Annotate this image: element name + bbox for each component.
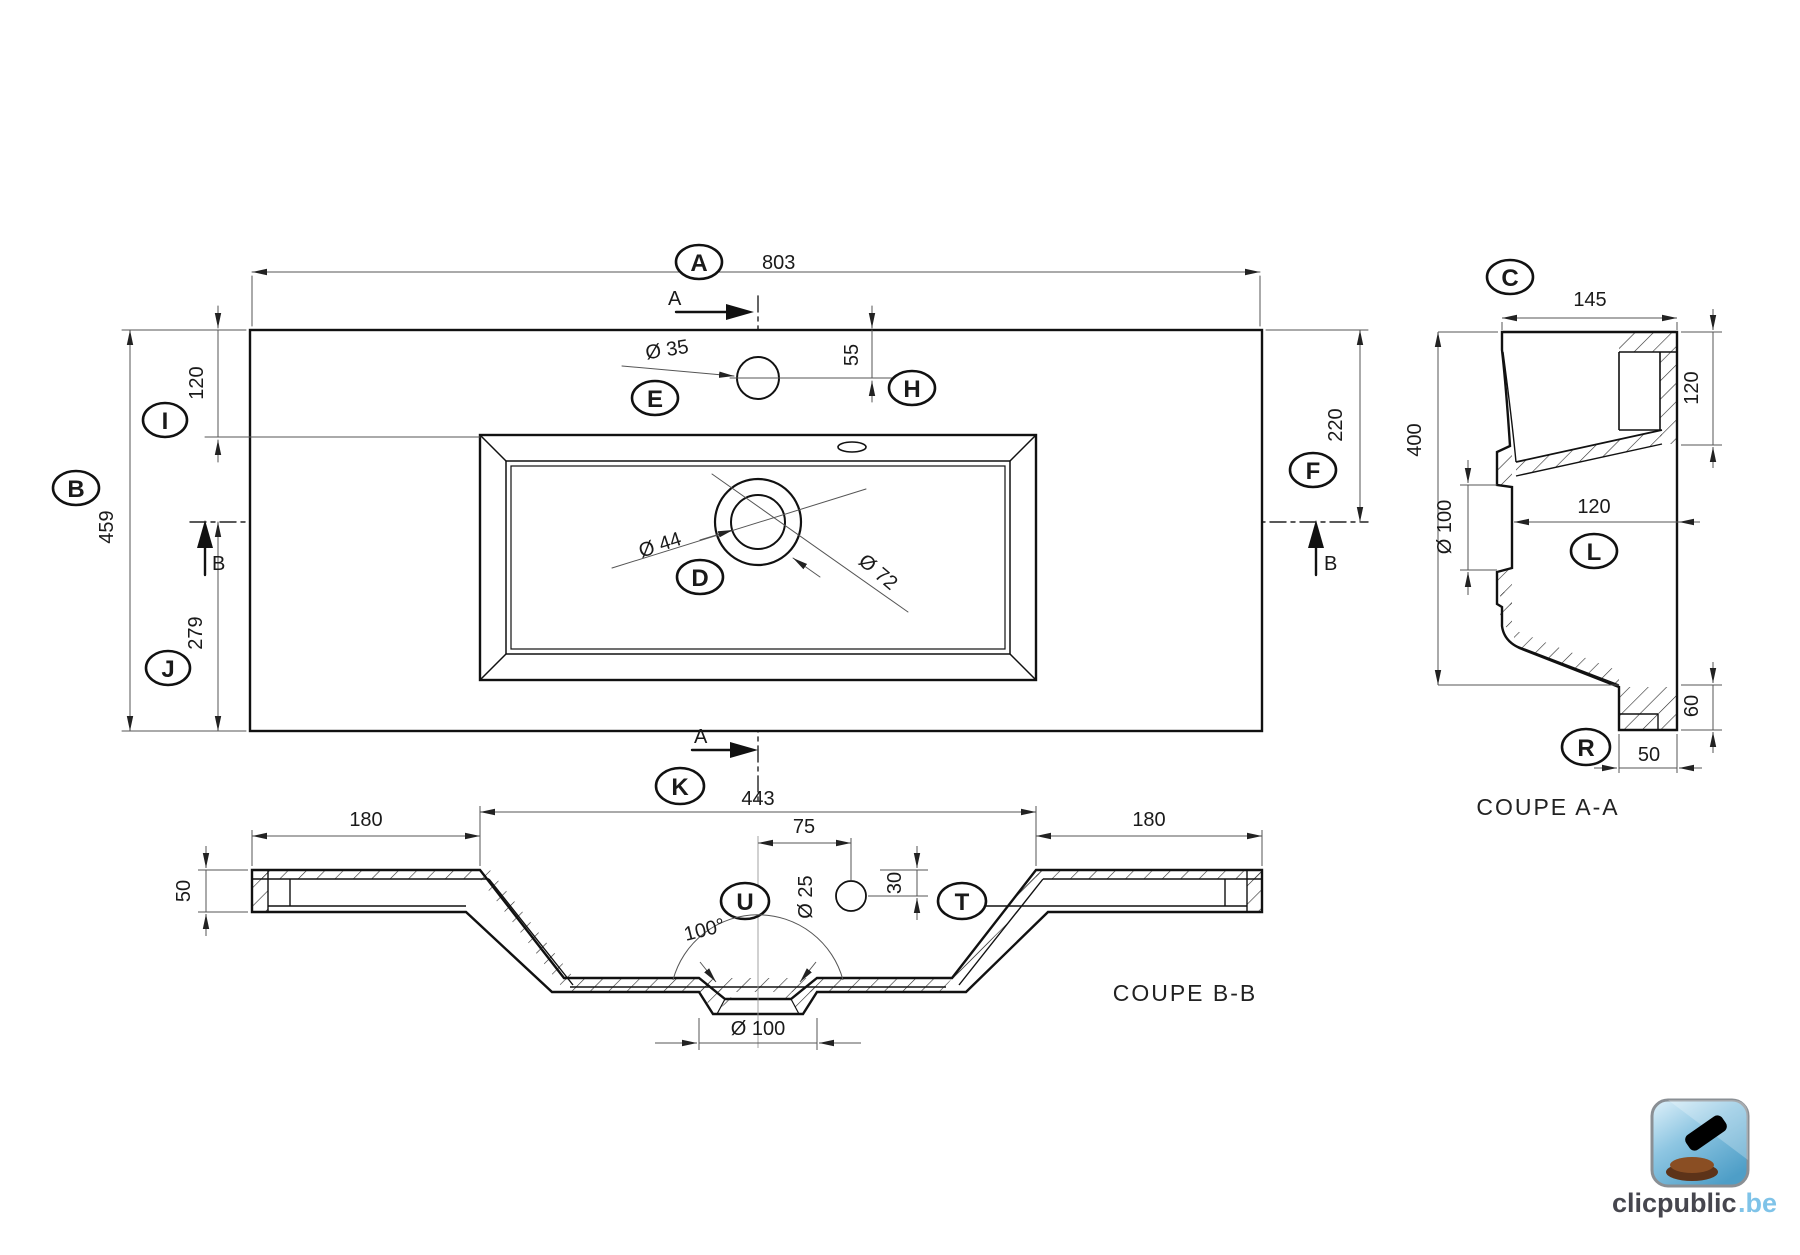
- dim-120-top: 120: [186, 366, 208, 399]
- dim-180-right: 180: [1132, 809, 1165, 831]
- coupe-bb-title: COUPE B-B: [1113, 980, 1258, 1006]
- dim-50-foot: 50: [1638, 744, 1660, 766]
- dim-d100-bb: Ø 100: [731, 1018, 785, 1040]
- dim-459: 459: [96, 510, 118, 543]
- balloon-E-letter: E: [647, 386, 663, 413]
- overflow-channel-hole: [835, 880, 867, 912]
- logo-tld: .be: [1738, 1188, 1777, 1218]
- dim-443: 443: [741, 788, 774, 810]
- dim-aa-foot-height: [1681, 662, 1722, 753]
- dim-aa-height: [1434, 331, 1619, 686]
- coupe-aa-view: 145 C 400 120 Ø 100: [1404, 258, 1722, 820]
- dim-55: 55: [841, 344, 863, 366]
- coupe-aa-hatching: [1497, 332, 1677, 730]
- balloon-K: [654, 766, 706, 806]
- plan-basin: [478, 433, 1038, 682]
- balloon-E: [630, 379, 680, 417]
- balloon-R-letter: R: [1577, 735, 1594, 762]
- coupe-aa-interior-lines: [1502, 351, 1677, 730]
- gavel-icon: [1666, 1115, 1727, 1181]
- dim-220: 220: [1325, 408, 1347, 441]
- dim-bb-right-margin: [1036, 830, 1263, 866]
- dim-145: 145: [1573, 289, 1606, 311]
- balloon-R: [1560, 727, 1612, 767]
- dim-bb-overflow-depth: [868, 846, 928, 920]
- clicpublic-logo: clicpublic .be: [1612, 1098, 1777, 1218]
- coupe-bb-interior-lines: [252, 870, 1262, 1015]
- dim-bb-overflow-offset: [758, 838, 852, 880]
- balloon-I: [141, 401, 189, 439]
- dim-bb-thickness: [198, 846, 248, 936]
- coupe-aa-title: COUPE A-A: [1476, 794, 1619, 820]
- section-cut-B-left: B: [197, 520, 225, 577]
- section-cut-A-top: A: [668, 288, 754, 320]
- dim-faucet-edge: [780, 305, 906, 403]
- dim-120-mid: 120: [1577, 496, 1610, 518]
- balloon-F-letter: F: [1306, 458, 1321, 485]
- coupe-bb-outline: [250, 868, 1264, 1016]
- balloon-J: [144, 649, 192, 687]
- dim-aa-rim-depth: [1681, 309, 1722, 468]
- dim-100deg: 100°: [682, 915, 727, 946]
- section-cut-B-right: B: [1308, 520, 1337, 577]
- logo-name: clicpublic: [1612, 1188, 1737, 1218]
- dim-180-left: 180: [349, 809, 382, 831]
- dim-30: 30: [884, 872, 906, 894]
- dim-50-thickness: 50: [173, 880, 195, 902]
- overflow-slot: [837, 441, 867, 453]
- faucet-hole: [729, 356, 787, 400]
- dim-d25: Ø 25: [795, 875, 817, 918]
- plan-view: A 803 B 459 120 I 279 J Ø 35: [51, 243, 1369, 801]
- balloon-A-letter: A: [690, 250, 707, 277]
- balloon-L: [1569, 532, 1619, 570]
- dim-400: 400: [1404, 423, 1426, 456]
- balloon-K-letter: K: [671, 774, 689, 801]
- cut-letter-B-right: B: [1324, 553, 1337, 575]
- balloon-B-letter: B: [67, 476, 84, 503]
- dim-bb-cone-angle: 100°: [672, 914, 844, 983]
- balloon-T: [936, 881, 988, 921]
- dim-aa-top-width: [1501, 314, 1678, 330]
- balloon-A: [674, 243, 724, 281]
- balloon-U: [719, 881, 771, 921]
- balloon-F: [1288, 451, 1338, 489]
- balloon-J-letter: J: [161, 656, 174, 683]
- dim-basin-top-offset: [204, 305, 481, 463]
- section-cut-A-bottom: A: [690, 726, 758, 758]
- balloon-B: [51, 469, 101, 507]
- dim-d100-aa: Ø 100: [1434, 500, 1456, 554]
- balloon-D-letter: D: [691, 565, 708, 592]
- cut-letter-A-top: A: [668, 288, 682, 310]
- balloon-H-letter: H: [903, 376, 920, 403]
- balloon-L-letter: L: [1587, 539, 1602, 566]
- dim-aa-foot-width: [1594, 734, 1702, 773]
- balloon-T-letter: T: [955, 889, 970, 916]
- balloon-C: [1485, 258, 1535, 296]
- dim-803: 803: [762, 252, 795, 274]
- dim-overall-height: [121, 329, 247, 732]
- dim-120-rim: 120: [1681, 371, 1703, 404]
- dim-bb-drain: [655, 1018, 861, 1050]
- cut-letter-A-bottom: A: [694, 726, 708, 748]
- balloon-D: [675, 558, 725, 596]
- dim-75: 75: [793, 816, 815, 838]
- dim-bb-left-margin: [251, 830, 480, 866]
- dim-279: 279: [185, 616, 207, 649]
- cut-letter-B-left: B: [212, 553, 225, 575]
- balloon-C-letter: C: [1501, 265, 1518, 292]
- dim-60: 60: [1681, 695, 1703, 717]
- balloon-I-letter: I: [162, 408, 169, 435]
- dim-center-right: [1265, 329, 1369, 523]
- dim-aa-drain: [1460, 460, 1497, 595]
- drain-hole: [713, 477, 803, 567]
- coupe-aa-outline: [1495, 330, 1679, 732]
- balloon-H: [887, 369, 937, 407]
- balloon-U-letter: U: [736, 889, 753, 916]
- coupe-bb-view: K 443 180 180 50 75 Ø 25: [173, 766, 1264, 1050]
- dim-overall-width: [251, 268, 1261, 327]
